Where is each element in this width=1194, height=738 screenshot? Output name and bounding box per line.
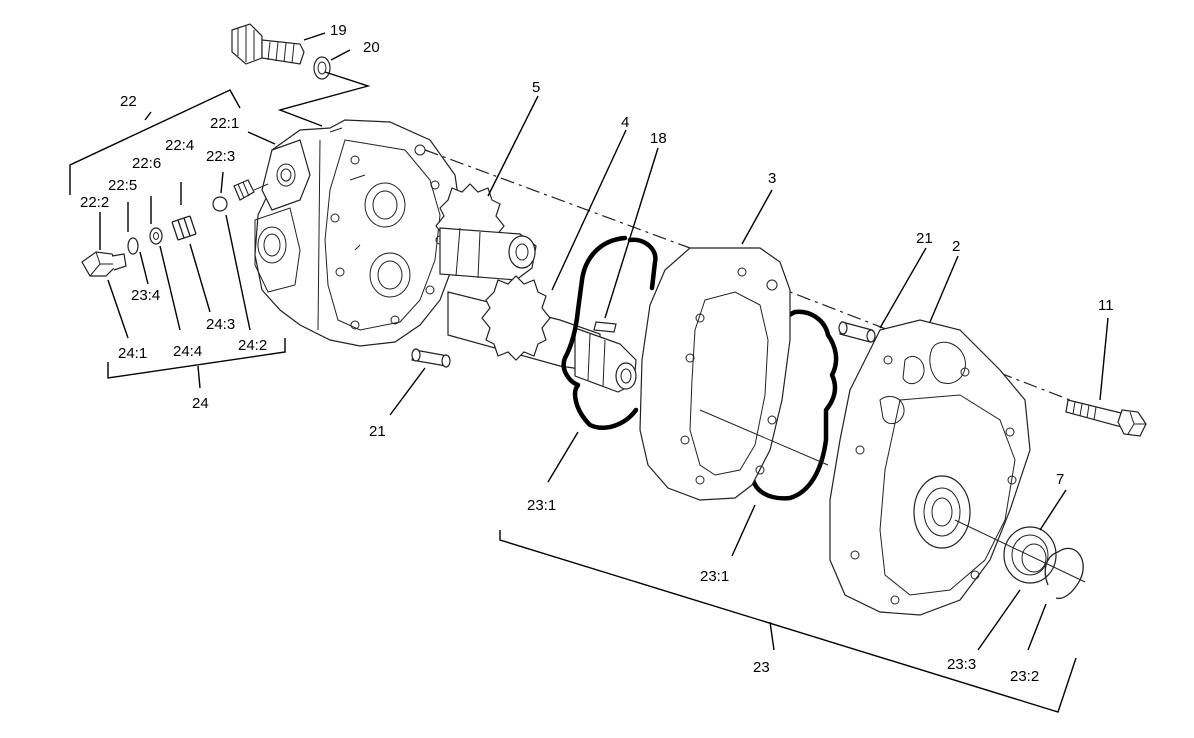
callout-23-1-right: 23:1	[700, 568, 729, 585]
callout-21-upper: 21	[916, 230, 933, 247]
callout-22-6: 22:6	[132, 155, 161, 172]
part-22-4-spring	[171, 215, 197, 241]
callout-24-4: 24:4	[173, 343, 202, 360]
part-22-5-washer	[127, 237, 139, 255]
part-7-shaft-seal	[1003, 526, 1057, 584]
part-22-2-plug	[81, 251, 127, 277]
part-22-1-seat	[233, 179, 269, 201]
callout-20: 20	[363, 39, 380, 56]
callout-2: 2	[952, 238, 960, 255]
callout-24: 24	[192, 395, 209, 412]
part-21-dowel-pin-upper	[838, 321, 876, 343]
part-11-bolt	[1065, 399, 1147, 437]
part-22-3-ball	[212, 196, 228, 212]
callout-labels: 19 20 22 22:1 22:4 22:3 22:6 22:5 22:2 2…	[80, 22, 1114, 685]
callout-23-1-left: 23:1	[527, 497, 556, 514]
callout-23-2: 23:2	[1010, 668, 1039, 685]
callout-22-1: 22:1	[210, 115, 239, 132]
part-23-2-circlip	[1044, 547, 1084, 600]
part-22-6-washer	[149, 227, 163, 245]
callout-22: 22	[120, 93, 137, 110]
part-18-key	[593, 321, 617, 333]
part-20-washer	[313, 56, 331, 80]
callout-19: 19	[330, 22, 347, 39]
callout-24-3: 24:3	[206, 316, 235, 333]
callout-21-lower: 21	[369, 423, 386, 440]
callout-18: 18	[650, 130, 667, 147]
callout-22-4: 22:4	[165, 137, 194, 154]
callout-5: 5	[532, 79, 540, 96]
callout-11: 11	[1098, 297, 1114, 314]
rear-housing	[254, 119, 461, 347]
part-4-driven-gear-shaft	[447, 275, 637, 393]
callout-4: 4	[621, 114, 629, 131]
callout-24-2: 24:2	[238, 337, 267, 354]
callout-3: 3	[768, 170, 776, 187]
part-3-gear-body	[639, 247, 829, 501]
callout-23-3: 23:3	[947, 656, 976, 673]
part-21-dowel-pin-lower	[411, 348, 451, 368]
callout-22-5: 22:5	[108, 177, 137, 194]
callout-22-2: 22:2	[80, 194, 109, 211]
part-5-drive-gear	[435, 183, 537, 281]
part-23-1-seal-left	[561, 235, 658, 430]
part-19-fitting	[231, 23, 305, 65]
callout-23: 23	[753, 659, 770, 676]
callout-22-3: 22:3	[206, 148, 235, 165]
part-2-front-housing	[829, 319, 1031, 616]
callout-23-4: 23:4	[131, 287, 160, 304]
callout-7: 7	[1056, 471, 1064, 488]
callout-24-1: 24:1	[118, 345, 147, 362]
